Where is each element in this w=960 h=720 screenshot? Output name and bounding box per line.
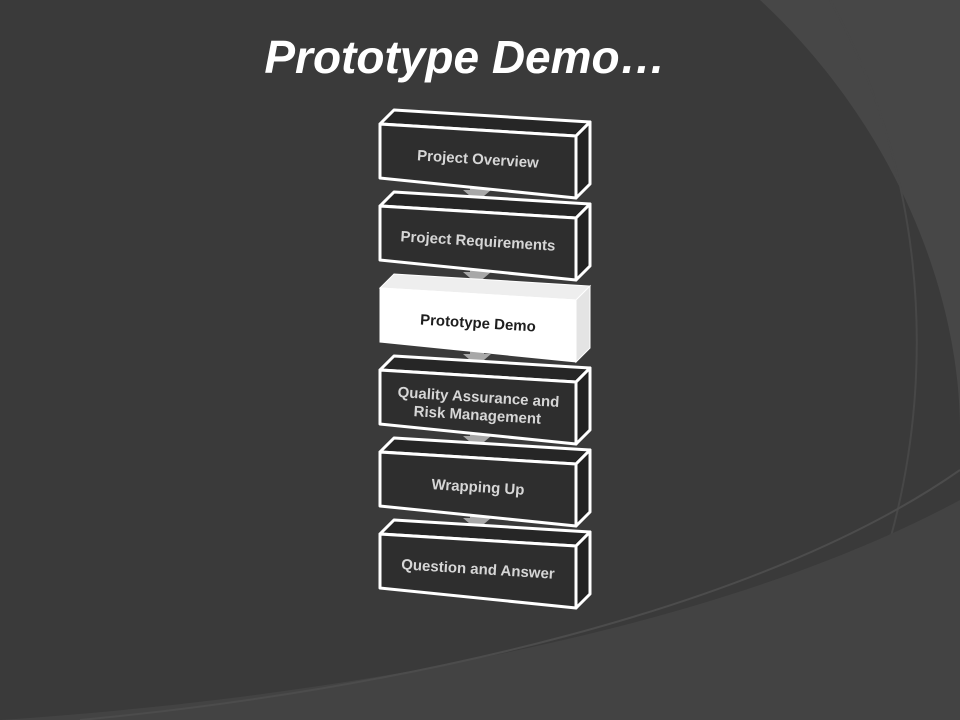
slide-title: Prototype Demo… [264, 31, 666, 83]
flow-step-1: Project Overview [378, 108, 592, 200]
flow-step-5: Wrapping Up [378, 436, 592, 528]
flow-box-front [378, 204, 578, 282]
flow-step-label-line: Wrapping Up [431, 476, 525, 499]
flow-step-4: Quality Assurance andRisk Management [378, 354, 592, 446]
flow-box-side [574, 530, 592, 610]
background-arc-bottom [0, 500, 960, 720]
flow-step-label: Wrapping Up [431, 476, 525, 499]
flow-box-front [378, 122, 578, 200]
flow-step-3: Prototype Demo [378, 273, 592, 364]
flow-box-front [378, 532, 578, 610]
flow-box-side [574, 448, 592, 528]
flow-arrow-head [463, 272, 491, 284]
background-arc-right [829, 0, 918, 541]
flow-box-side [574, 366, 592, 446]
flow-step-6: Question and Answer [378, 518, 592, 610]
background-arc-upper-right [760, 0, 960, 430]
flow-step-2: Project Requirements [378, 190, 592, 282]
background-arc-bottom-line [79, 469, 960, 720]
flow-box-front [378, 450, 578, 528]
flow-box-front [379, 287, 577, 363]
flow-box-side [574, 202, 592, 282]
flow-box-side [575, 284, 591, 364]
flow-box-side [574, 120, 592, 200]
flow-box-front [378, 368, 578, 446]
